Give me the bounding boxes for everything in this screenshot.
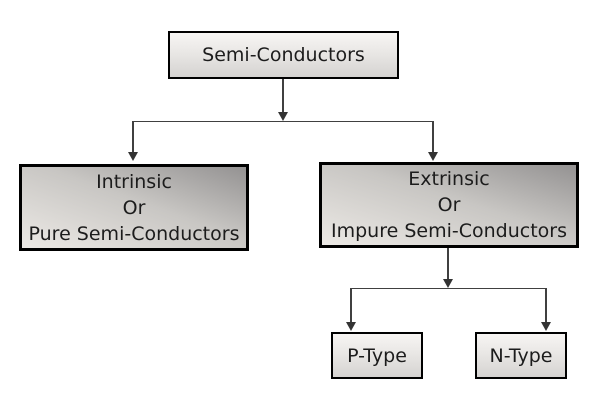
node-extrinsic: Extrinsic Or Impure Semi-Conductors — [319, 162, 579, 248]
arrowhead-down-icon — [128, 152, 138, 161]
node-semi-conductors-label: Semi-Conductors — [202, 44, 365, 66]
arrowhead-down-icon — [428, 152, 438, 161]
connector-bottom-split — [351, 287, 546, 289]
node-extrinsic-line-2: Or — [437, 194, 461, 216]
node-semi-conductors: Semi-Conductors — [168, 31, 399, 79]
connector-extrinsic-down — [447, 248, 449, 280]
node-intrinsic: Intrinsic Or Pure Semi-Conductors — [19, 164, 249, 251]
node-intrinsic-line-2: Or — [122, 196, 146, 219]
node-extrinsic-line-3: Impure Semi-Conductors — [331, 220, 567, 242]
node-extrinsic-line-1: Extrinsic — [408, 168, 490, 190]
node-p-type-label: P-Type — [347, 344, 407, 367]
arrowhead-down-icon — [346, 322, 356, 331]
node-intrinsic-line-1: Intrinsic — [96, 170, 172, 193]
connector-to-extrinsic — [432, 121, 434, 153]
node-n-type: N-Type — [475, 332, 567, 379]
connector-to-p-type — [350, 288, 352, 323]
arrowhead-down-icon — [541, 322, 551, 331]
node-intrinsic-line-3: Pure Semi-Conductors — [28, 222, 240, 245]
connector-to-n-type — [545, 288, 547, 323]
arrowhead-down-icon — [443, 279, 453, 288]
arrowhead-down-icon — [278, 112, 288, 121]
node-n-type-label: N-Type — [489, 344, 553, 367]
connector-to-intrinsic — [132, 121, 134, 153]
node-p-type: P-Type — [331, 332, 423, 379]
connector-top-split — [133, 120, 434, 122]
connector-root-down — [282, 79, 284, 113]
